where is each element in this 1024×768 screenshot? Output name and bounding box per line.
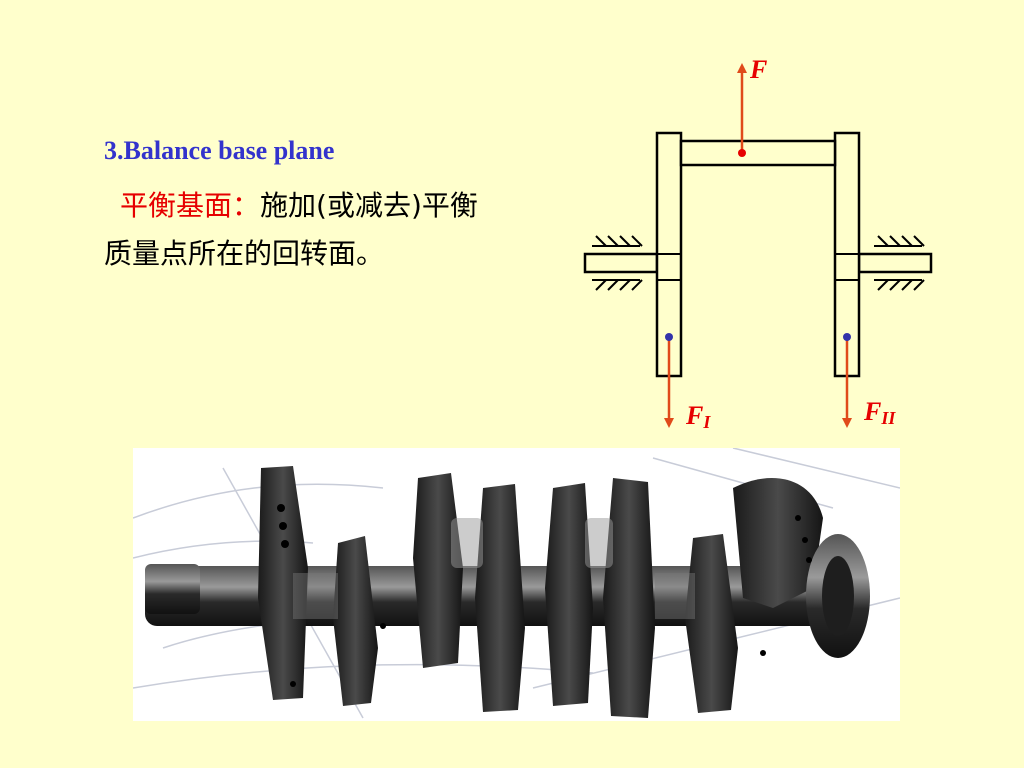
label-force-top-text: F (749, 55, 767, 84)
definition-line-2: 质量点所在的回转面。 (104, 237, 385, 270)
slide-heading: 3.Balance base plane (104, 136, 335, 165)
balance-plane-diagram: F FI FII (583, 55, 933, 432)
left-shaft (583, 252, 659, 274)
label-force-top: F (749, 55, 767, 84)
definition-text: 平衡基面：施加(或减去)平衡 质量点所在的回转面。 (104, 182, 574, 278)
label-force-right-main: F (863, 397, 881, 426)
label-force-right-sub: II (880, 408, 896, 428)
label-force-left-sub: I (702, 412, 711, 432)
mass-point-left (665, 333, 673, 341)
crankshaft-illustration (133, 448, 900, 719)
left-bearing-top (592, 235, 643, 247)
mass-point-top (738, 149, 746, 157)
label-force-left-main: F (685, 401, 703, 430)
label-force-right: FII (863, 397, 896, 428)
definition-part-1: 施加(或减去)平衡 (260, 189, 478, 222)
right-bearing-top (874, 235, 925, 247)
right-shaft (857, 252, 933, 274)
left-bearing-bottom (592, 279, 643, 291)
crank-pin (679, 139, 837, 167)
label-force-left: FI (685, 401, 711, 432)
crankshaft-photo (133, 448, 900, 721)
mass-point-right (843, 333, 851, 341)
definition-line-1: 平衡基面：施加(或减去)平衡 (104, 182, 574, 230)
term-label: 平衡基面： (120, 189, 261, 222)
right-bearing-bottom (874, 279, 925, 291)
